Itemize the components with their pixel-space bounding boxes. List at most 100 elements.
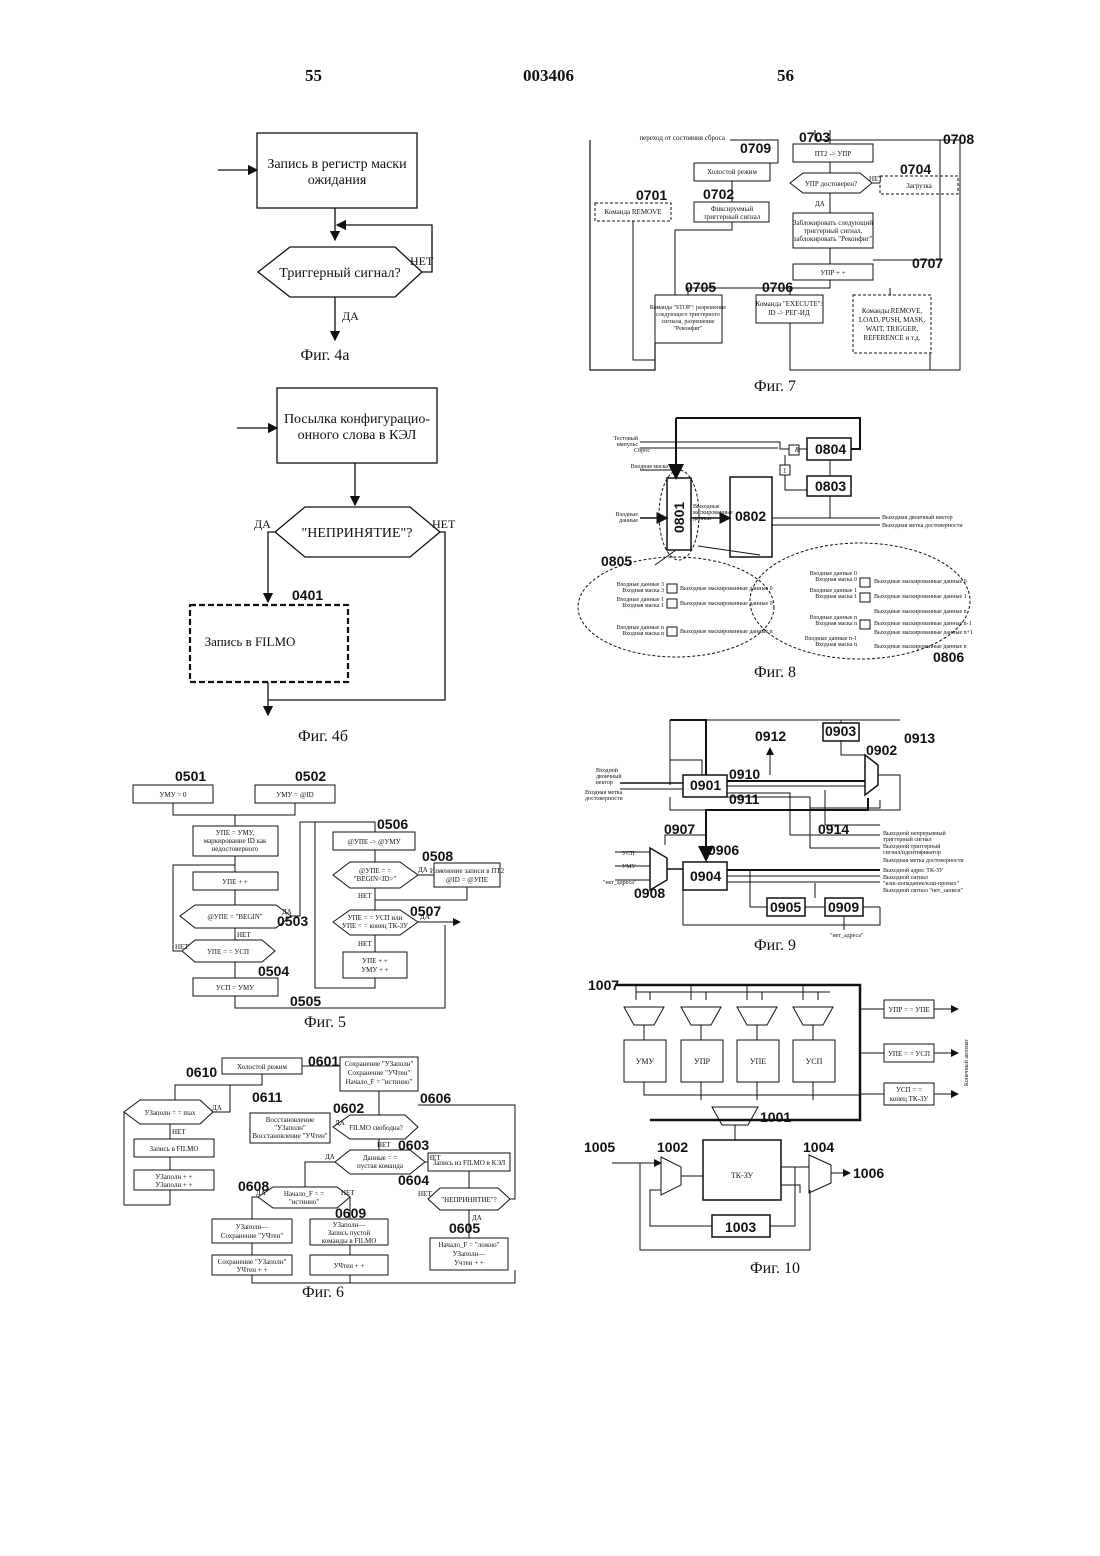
fig8-and-symbol: & bbox=[795, 446, 801, 454]
fig9-left2-2: "нет_адреса" bbox=[603, 880, 637, 886]
fig5-no-1: НЕТ bbox=[358, 892, 372, 900]
fig7-ref-0704: 0704 bbox=[900, 161, 931, 177]
fig5-usp: УСП = УМУ bbox=[216, 984, 254, 992]
fig5-ref-0502: 0502 bbox=[295, 768, 326, 784]
fig5-upe-begin-2: "BEGIN<ID>" bbox=[354, 875, 397, 883]
fig6-write-filmo: Запись в FILMO bbox=[150, 1145, 199, 1153]
fig10-mem-label: ТК-ЗУ bbox=[731, 1171, 754, 1180]
fig5-upe-1: УПЕ = УМУ, bbox=[216, 829, 255, 837]
fig10-ref-1006: 1006 bbox=[853, 1165, 884, 1181]
fig6-empty-2: пустая команда bbox=[357, 1162, 404, 1170]
fig9-right-4: Выходная метка достоверности bbox=[883, 858, 964, 864]
fig9-ref-0904: 0904 bbox=[690, 868, 721, 884]
fig5-upe-3: недостоверного bbox=[212, 845, 259, 853]
fig6-restore-2: "УЗаполн" bbox=[274, 1124, 306, 1132]
fig8-el-left-5: Входная маска n bbox=[622, 631, 664, 637]
fig10-mux-3 bbox=[737, 1007, 777, 1025]
fig5-inc2-box bbox=[343, 952, 407, 978]
fig5-begin: @УПЕ = "BEGIN" bbox=[207, 913, 262, 921]
fig10-mem-box bbox=[703, 1140, 781, 1200]
fig5-umu0: УМУ = 0 bbox=[159, 791, 187, 799]
fig6-box-d-2: УЧтен + + bbox=[237, 1266, 268, 1274]
fig8-ref-0803: 0803 bbox=[815, 478, 846, 494]
fig5-no-4: НЕТ bbox=[175, 943, 189, 951]
fig8-el-left-1: Входная маска 3 bbox=[622, 588, 664, 594]
fig5-inc2-2: УМУ + + bbox=[361, 966, 389, 974]
fig9-left-0: Входной bbox=[596, 767, 619, 774]
fig8-right-label-0: Выходная двоичный вектор bbox=[882, 514, 953, 521]
fig7-pt2: ПТ2 -> УПР bbox=[815, 150, 852, 158]
fig9-left2-1: УМУ bbox=[622, 864, 637, 870]
fig7-stop-2: следующего триггерного bbox=[656, 312, 720, 318]
fig8-el-right-out-0: Выходные маскированные данные 0 bbox=[874, 579, 967, 585]
fig9-ref-0908: 0908 bbox=[634, 885, 665, 901]
fig9-ref-0906: 0906 bbox=[708, 842, 739, 858]
fig5-upe-2: маркирование ID как bbox=[204, 837, 267, 845]
fig4b-box-line1: Посылка конфигурацио- bbox=[284, 412, 430, 427]
fig10-cmp-1-label: УПР = = УПЕ bbox=[888, 1006, 929, 1014]
fig6-ref-0611: 0611 bbox=[252, 1089, 283, 1105]
fig9-ref-0912: 0912 bbox=[755, 728, 786, 744]
fig7-fixed-2: триггерный сигнал bbox=[704, 213, 761, 221]
fig9-right-7: "кэш-попадание/кэш-промах" bbox=[883, 881, 960, 887]
fig9-right-5: Выходной адрес ТК-ЗУ bbox=[883, 867, 944, 874]
fig7-caption: Фиг. 7 bbox=[754, 378, 796, 395]
fig7-ref-0706: 0706 bbox=[762, 279, 793, 295]
fig4b-dashed-box-label: Запись в FILMO bbox=[205, 634, 296, 649]
fig4a-caption: Фиг. 4а bbox=[300, 347, 349, 364]
fig9-ref-0903: 0903 bbox=[825, 723, 856, 739]
fig10-ref-1001: 1001 bbox=[760, 1109, 791, 1125]
fig4a-box-line1: Запись в регистр маски bbox=[267, 157, 407, 172]
fig7-ref-0702: 0702 bbox=[703, 186, 734, 202]
fig8-ref-0806: 0806 bbox=[933, 649, 964, 665]
fig6-ref-0609: 0609 bbox=[335, 1205, 366, 1221]
fig6-box-c-3: Учтен + + bbox=[454, 1259, 484, 1267]
fig9-left-1: двоичный bbox=[596, 773, 622, 780]
fig9-ref-0910: 0910 bbox=[729, 766, 760, 782]
fig7-block-3: заблокировать "Реконфиг" bbox=[794, 235, 873, 243]
fig4a-yes-label: ДА bbox=[342, 309, 359, 323]
fig-5 bbox=[133, 785, 500, 1008]
fig8-right-label-1: Выходная метка достоверности bbox=[882, 523, 963, 529]
fig6-box-d-1: Сохранение "УЗаполн" bbox=[218, 1258, 287, 1266]
fig10-reg-upr-label: УПР bbox=[694, 1057, 710, 1066]
fig6-empty-1: Данные = = bbox=[363, 1154, 398, 1162]
fig6-ref-0602: 0602 bbox=[333, 1100, 364, 1116]
fig7-cmds-1: Команды REMOVE, bbox=[862, 307, 922, 315]
fig8-el-right-1: Входная маска 0 bbox=[815, 577, 857, 583]
fig7-cmds-box bbox=[853, 295, 931, 353]
fig9-ref-0909: 0909 bbox=[828, 899, 859, 915]
fig6-box-b-1: УЗаполн— bbox=[333, 1221, 367, 1229]
fig6-no-2: НЕТ bbox=[377, 1141, 391, 1149]
fig4a-no-label: НЕТ bbox=[410, 254, 434, 268]
fig6-start-true-1: Начало_F = = bbox=[284, 1190, 324, 1198]
fig7-stop-3: сигнала, разрешение bbox=[662, 319, 715, 325]
fig6-ref-0601: 0601 bbox=[308, 1053, 339, 1069]
fig10-caption: Фиг. 10 bbox=[750, 1260, 800, 1277]
fig6-box-e: УЧтен + + bbox=[334, 1262, 365, 1270]
fig8-ref-0804: 0804 bbox=[815, 441, 846, 457]
fig5-yes-3: ДА bbox=[420, 913, 430, 921]
fig8-ellipse-0805 bbox=[578, 557, 774, 657]
fig6-save-3: Начало_F = "истинно" bbox=[346, 1078, 413, 1086]
fig8-left-label-5: данные bbox=[619, 518, 638, 524]
fig8-el-right-out-5: Выходные маскированные данные n bbox=[874, 644, 967, 650]
fig9-left-2: вектор bbox=[596, 780, 613, 786]
fig7-no: НЕТ bbox=[869, 175, 883, 183]
fig5-cond-2: УПЕ = = конец ТК-ЗУ bbox=[342, 922, 408, 930]
fig6-ref-0605: 0605 bbox=[449, 1220, 480, 1236]
fig6-no-5: НЕТ bbox=[418, 1190, 432, 1198]
fig5-ref-0501: 0501 bbox=[175, 768, 206, 784]
fig10-mux-4 bbox=[793, 1007, 833, 1025]
fig6-inc-fill-1: УЗаполн + + bbox=[155, 1173, 192, 1181]
fig6-ref-0606: 0606 bbox=[420, 1090, 451, 1106]
fig7-exec-2: ID -> РЕГ-ИД bbox=[768, 309, 810, 317]
fig6-ref-0603: 0603 bbox=[398, 1137, 429, 1153]
fig7-exec-1: Команда "EXECUTE": bbox=[756, 300, 823, 308]
fig4a-decision-label: Триггерный сигнал? bbox=[279, 266, 400, 281]
fig6-box-a-1: УЗаполн— bbox=[236, 1223, 270, 1231]
fig5-ref-0506: 0506 bbox=[377, 816, 408, 832]
fig5-ref-0508: 0508 bbox=[422, 848, 453, 864]
fig9-ref-0907: 0907 bbox=[664, 821, 695, 837]
fig7-ref-0705: 0705 bbox=[685, 279, 716, 295]
